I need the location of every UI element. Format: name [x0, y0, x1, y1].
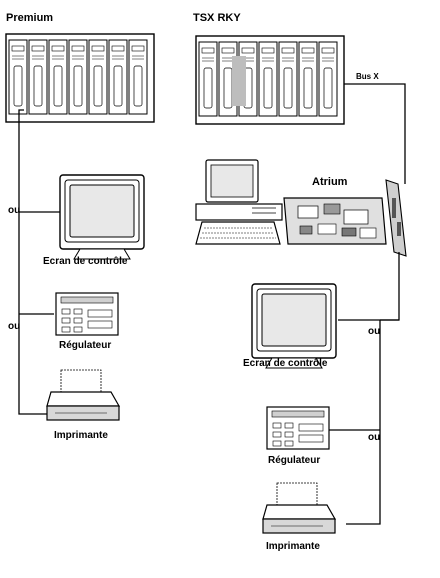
tsx-rky-rack	[195, 35, 345, 125]
bus-x-label: Bus X	[356, 72, 379, 81]
premium-printer-label: Imprimante	[54, 430, 108, 441]
tsx-rky-or-label-1: ou	[368, 326, 381, 337]
premium-monitor-label: Ecran de contrôle	[43, 256, 128, 267]
tsx-rky-printer-label: Imprimante	[266, 541, 320, 552]
atrium-label: Atrium	[312, 176, 348, 188]
tsx-rky-printer	[262, 482, 336, 534]
premium-or-label-2: ou	[8, 321, 21, 332]
premium-title: Premium	[6, 12, 54, 24]
desktop-computer	[195, 159, 283, 245]
premium-regulator	[55, 292, 119, 336]
bus-x-line	[344, 83, 406, 184]
atrium-board	[283, 197, 387, 245]
tsx-rky-title: TSX RKY	[193, 12, 241, 24]
premium-connection-line	[18, 109, 60, 415]
tsx-rky-regulator	[266, 406, 330, 450]
atrium-bracket	[385, 179, 407, 257]
premium-monitor	[59, 174, 145, 260]
premium-printer	[46, 369, 120, 421]
premium-rack	[5, 33, 155, 123]
tsx-rky-monitor	[251, 283, 337, 369]
premium-or-label-1: ou	[8, 205, 21, 216]
tsx-rky-regulator-label: Régulateur	[268, 455, 321, 466]
tsx-rky-connection-line	[329, 252, 400, 525]
tsx-rky-monitor-label: Ecran de contrôle	[243, 358, 328, 369]
tsx-rky-or-label-2: ou	[368, 432, 381, 443]
premium-regulator-label: Régulateur	[59, 340, 112, 351]
